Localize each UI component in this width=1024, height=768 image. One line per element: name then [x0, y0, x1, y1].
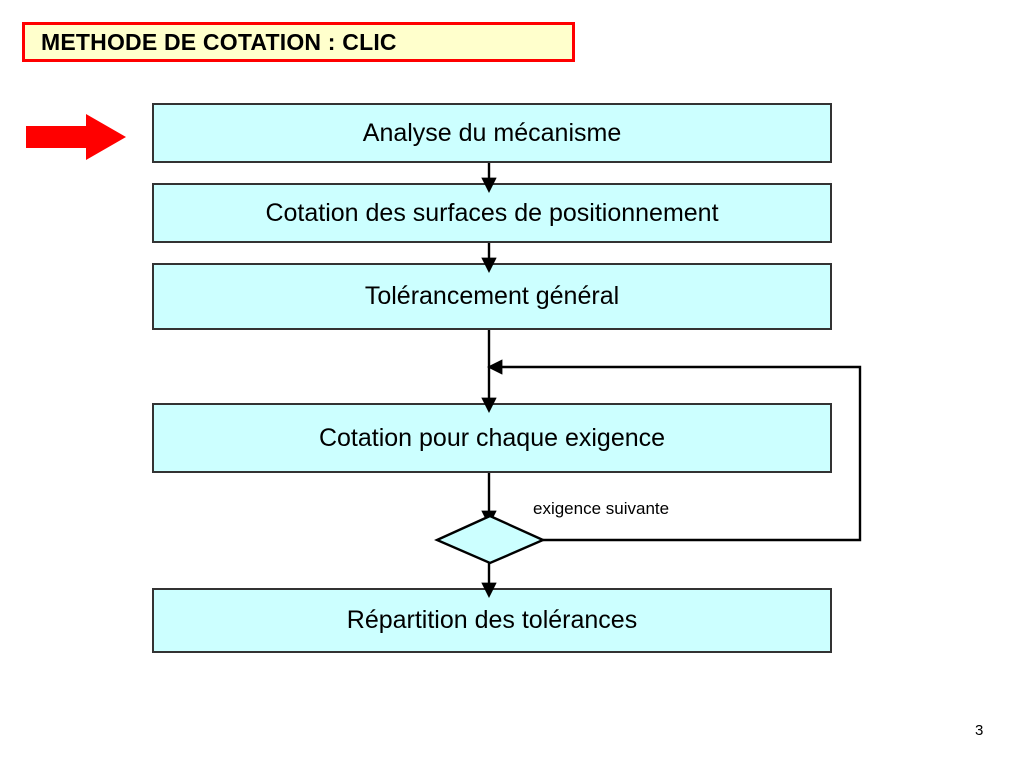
flow-node-decision-diamond: [434, 514, 546, 565]
slide-title-box: METHODE DE COTATION : CLIC: [22, 22, 575, 62]
flow-node-label: Cotation pour chaque exigence: [318, 423, 666, 452]
flow-node-analyse-du-mecanisme: Analyse du mécanisme: [152, 103, 832, 163]
flow-node-label: Cotation des surfaces de positionnement: [265, 198, 719, 227]
page-number: 3: [975, 722, 984, 739]
loop-edge-label: exigence suivante: [533, 499, 670, 518]
flow-node-label: Tolérancement général: [364, 282, 620, 310]
red-right-arrow-icon: [26, 114, 126, 160]
flow-node-cotation-chaque-exigence: Cotation pour chaque exigence: [152, 403, 832, 473]
flow-node-label: Analyse du mécanisme: [362, 118, 622, 147]
flow-node-cotation-surfaces-positionnement: Cotation des surfaces de positionnement: [152, 183, 832, 243]
flow-node-tolerancement-general: Tolérancement général: [152, 263, 832, 330]
flow-node-repartition-tolerances: Répartition des tolérances: [152, 588, 832, 653]
flow-node-label: Répartition des tolérances: [346, 606, 638, 634]
page-title: METHODE DE COTATION : CLIC: [41, 28, 397, 55]
